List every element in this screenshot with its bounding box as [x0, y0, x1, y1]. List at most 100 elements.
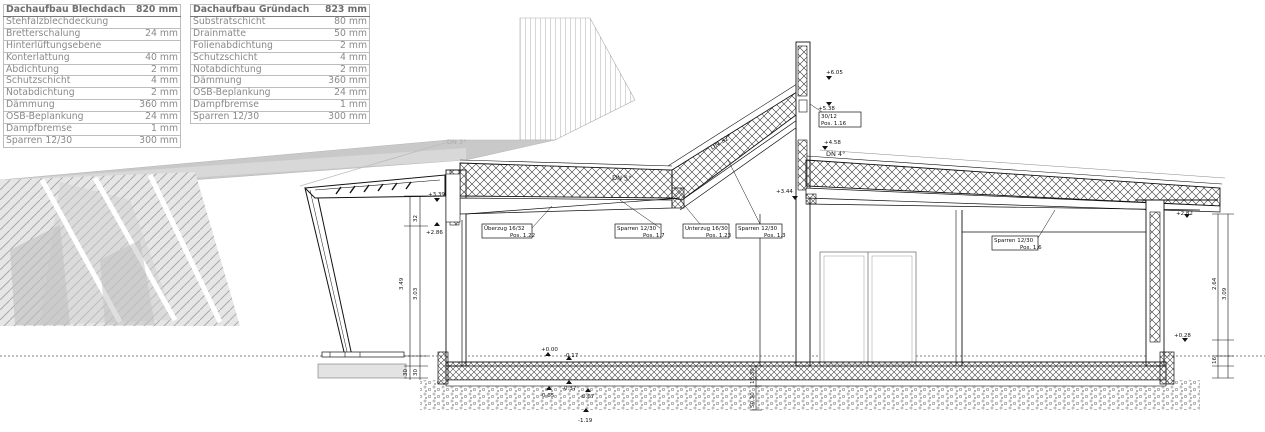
layer-thickness: 24 mm: [319, 87, 370, 101]
dim-303: 3.03: [413, 287, 419, 300]
dimension-texts: 3.49 3.03 32 30 30 2.64 3.09 16 16,30 50…: [399, 215, 1228, 408]
front-canopy: [303, 174, 446, 357]
level-282: +2.82: [1176, 211, 1193, 217]
level-339: +3.39: [428, 192, 445, 198]
layer-name: Notabdichtung: [189, 64, 320, 77]
level-m119: -1.19: [578, 418, 593, 424]
layer-thickness: 80 mm: [319, 16, 370, 29]
foundation: [420, 351, 1200, 410]
layer-thickness: 4 mm: [132, 76, 182, 89]
layer-name: Stehfalzblechdeckung: [3, 16, 133, 29]
label-sparren2-line1: Sparren 12/30: [738, 226, 778, 232]
level-m037: -0.37: [562, 386, 577, 392]
building-envelope: DN 5° DN 32° DN 4°: [445, 41, 1226, 367]
layer-table-blechdach: Dachaufbau Blechdach 820 mm Stehfalzblec…: [3, 4, 182, 148]
layer-name: OSB-Beplankung: [3, 111, 133, 125]
level-m017: -0.17: [564, 353, 579, 359]
structural-labels: Überzug 16/32 Pos. 1.22 Sparren 12/30 Po…: [481, 103, 1056, 251]
layer-name: Dämmung: [189, 76, 320, 89]
layer-name: Notabdichtung: [3, 87, 133, 101]
layer-thickness: [132, 40, 182, 53]
label-unterzug-box: [682, 223, 730, 239]
dim-30a: 30: [403, 369, 409, 376]
layer-name: Dampfbremse: [3, 123, 133, 136]
layer-thickness: 40 mm: [132, 52, 182, 65]
layer-thickness: 300 mm: [132, 135, 182, 148]
label-sparren3-line1: Sparren 12/30: [994, 238, 1034, 244]
layer-name: Abdichtung: [3, 64, 133, 77]
carport-background: DN 3°: [0, 17, 636, 326]
label-sparren3-line2: Pos. 1.6: [1020, 245, 1042, 251]
label-sparren1-box: [614, 223, 662, 239]
label-sparren2-box: [735, 223, 783, 239]
level-458: +4.58: [824, 140, 841, 146]
layer-name: Folienabdichtung: [189, 40, 320, 53]
level-286: +2.86: [426, 230, 443, 236]
layer-thickness: 1 mm: [132, 123, 182, 136]
layer-name: Schutzschicht: [3, 76, 133, 89]
label-balken-line2: Pos. 1.16: [821, 121, 847, 127]
layer-name: Hinterlüftungsebene: [3, 40, 133, 53]
level-605: +6.05: [826, 70, 843, 76]
layer-thickness: 1 mm: [319, 99, 370, 113]
table-header-name: Dachaufbau Blechdach: [3, 4, 133, 17]
slope-dn4: DN 4°: [826, 150, 845, 158]
label-unterzug-line2: Pos. 1.23: [706, 233, 732, 239]
layer-thickness: 300 mm: [319, 111, 370, 125]
layer-thickness: 24 mm: [132, 111, 182, 125]
label-unterzug-line1: Unterzug 16/30: [685, 226, 728, 232]
layer-name: Substratschicht: [189, 16, 320, 29]
level-028: +0.28: [1174, 333, 1191, 339]
level-markers: +3.39 +2.86 +0.00 -0.17 +6.05 +5.38 +4.5…: [426, 70, 1193, 424]
label-balken-line1: 30/12: [821, 114, 837, 120]
layer-thickness: [132, 16, 182, 29]
label-sparren1-line2: Pos. 1.7: [643, 233, 665, 239]
level-000: +0.00: [541, 347, 558, 353]
layer-thickness: 2 mm: [319, 40, 370, 53]
layer-thickness: 2 mm: [132, 87, 182, 101]
label-sparren1-line1: Sparren 12/30: [617, 226, 657, 232]
slope-dn3: DN 3°: [447, 138, 466, 146]
slope-dn5: DN 5°: [612, 174, 632, 183]
label-ueberzug-line2: Pos. 1.22: [510, 233, 535, 239]
table-header-row: Dachaufbau Gründach 823 mm: [189, 4, 370, 17]
layer-thickness: 2 mm: [319, 64, 370, 77]
layer-thickness: 2 mm: [132, 64, 182, 77]
layer-name: Dämmung: [3, 99, 133, 113]
table-row: Hinterlüftungsebene: [3, 40, 182, 53]
layer-thickness: 50 mm: [319, 28, 370, 41]
layer-name: Sparren 12/30: [189, 111, 320, 125]
level-m067: -0.67: [580, 394, 595, 400]
dim-16: 16: [1212, 357, 1218, 364]
label-sparren2-line2: Pos. 1.3: [764, 233, 786, 239]
dim-309: 3.09: [1222, 287, 1228, 300]
layer-name: Konterlattung: [3, 52, 133, 65]
dim-349: 3.49: [399, 277, 405, 290]
layer-name: Dampfbremse: [189, 99, 320, 113]
table-header-name: Dachaufbau Gründach: [189, 4, 320, 17]
layer-name: Drainmatte: [189, 28, 320, 41]
table-header-value: 823 mm: [319, 4, 370, 17]
dim-30b: 30: [413, 369, 419, 376]
label-sparren3-box: [991, 235, 1039, 251]
dim-5030: 50,30: [750, 392, 756, 408]
layer-name: Schutzschicht: [189, 52, 320, 65]
dim-1630: 16,30: [750, 368, 756, 384]
layer-thickness: 24 mm: [132, 28, 182, 41]
dimension-lines: [404, 195, 1234, 411]
level-538: +5.38: [818, 106, 835, 112]
terrace-deck: [317, 351, 407, 379]
label-ueberzug-box: [481, 223, 533, 239]
layer-thickness: 360 mm: [132, 99, 182, 113]
